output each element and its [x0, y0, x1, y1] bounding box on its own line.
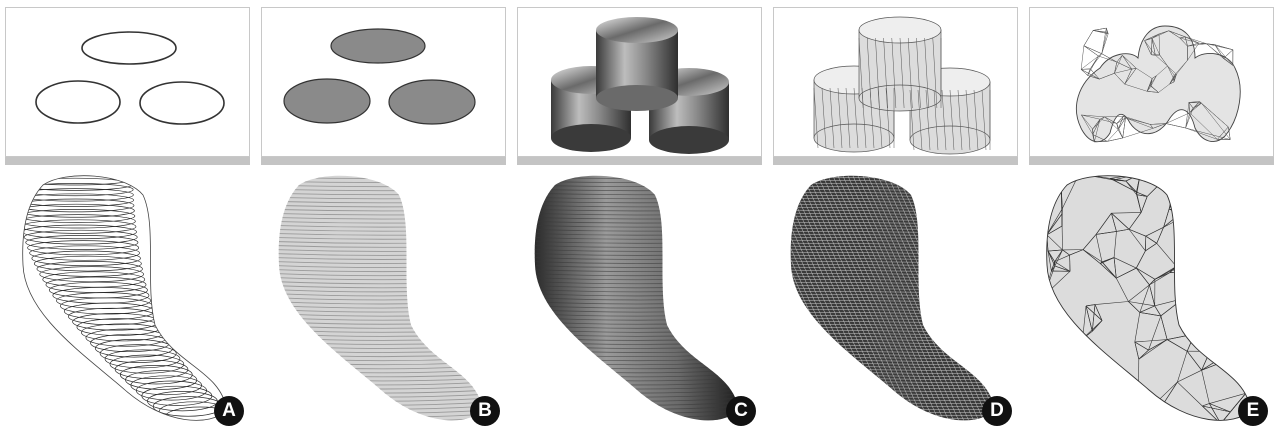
panel-d-bottom: D: [773, 165, 1018, 430]
simplified-mesh-figure: [1030, 8, 1273, 156]
dense-mesh-figure: [773, 165, 1018, 430]
panel-label-badge: E: [1238, 396, 1268, 426]
cylinder-top: [596, 17, 678, 111]
panel-a-top: [5, 7, 250, 157]
contour-lines: [17, 173, 235, 427]
panel-a-bottom: A: [5, 165, 250, 430]
panel-e: E: [1029, 0, 1274, 430]
panel-divider: [517, 157, 762, 165]
panel-c-top: [517, 7, 762, 157]
panel-b-bottom: B: [261, 165, 506, 430]
panel-label-badge: A: [214, 396, 244, 426]
panel-label-badge: B: [470, 396, 500, 426]
shaded-cylinders-figure: [518, 8, 761, 156]
panel-divider: [1029, 157, 1274, 165]
filled-ellipses-figure: [262, 8, 505, 156]
panel-a: A: [5, 0, 250, 430]
shaded-surface-figure: [517, 165, 762, 430]
ellipse-outlines-figure: [6, 8, 249, 156]
simplified-surface-figure: [1029, 165, 1274, 430]
panel-d-top: [773, 7, 1018, 157]
panel-divider: [261, 157, 506, 165]
contour-stack-figure: [5, 165, 250, 430]
filled-slices-figure: [261, 165, 506, 430]
panel-d: D: [773, 0, 1018, 430]
panel-label-badge: C: [726, 396, 756, 426]
panel-b: B: [261, 0, 506, 430]
panel-b-top: [261, 7, 506, 157]
panel-c: C: [517, 0, 762, 430]
panel-divider: [773, 157, 1018, 165]
cylinder-top: [859, 17, 941, 111]
panel-label-badge: D: [982, 396, 1012, 426]
panel-e-top: [1029, 7, 1274, 157]
triangulated-cylinders-figure: [774, 8, 1017, 156]
panel-e-bottom: E: [1029, 165, 1274, 430]
panel-c-bottom: C: [517, 165, 762, 430]
panel-divider: [5, 157, 250, 165]
